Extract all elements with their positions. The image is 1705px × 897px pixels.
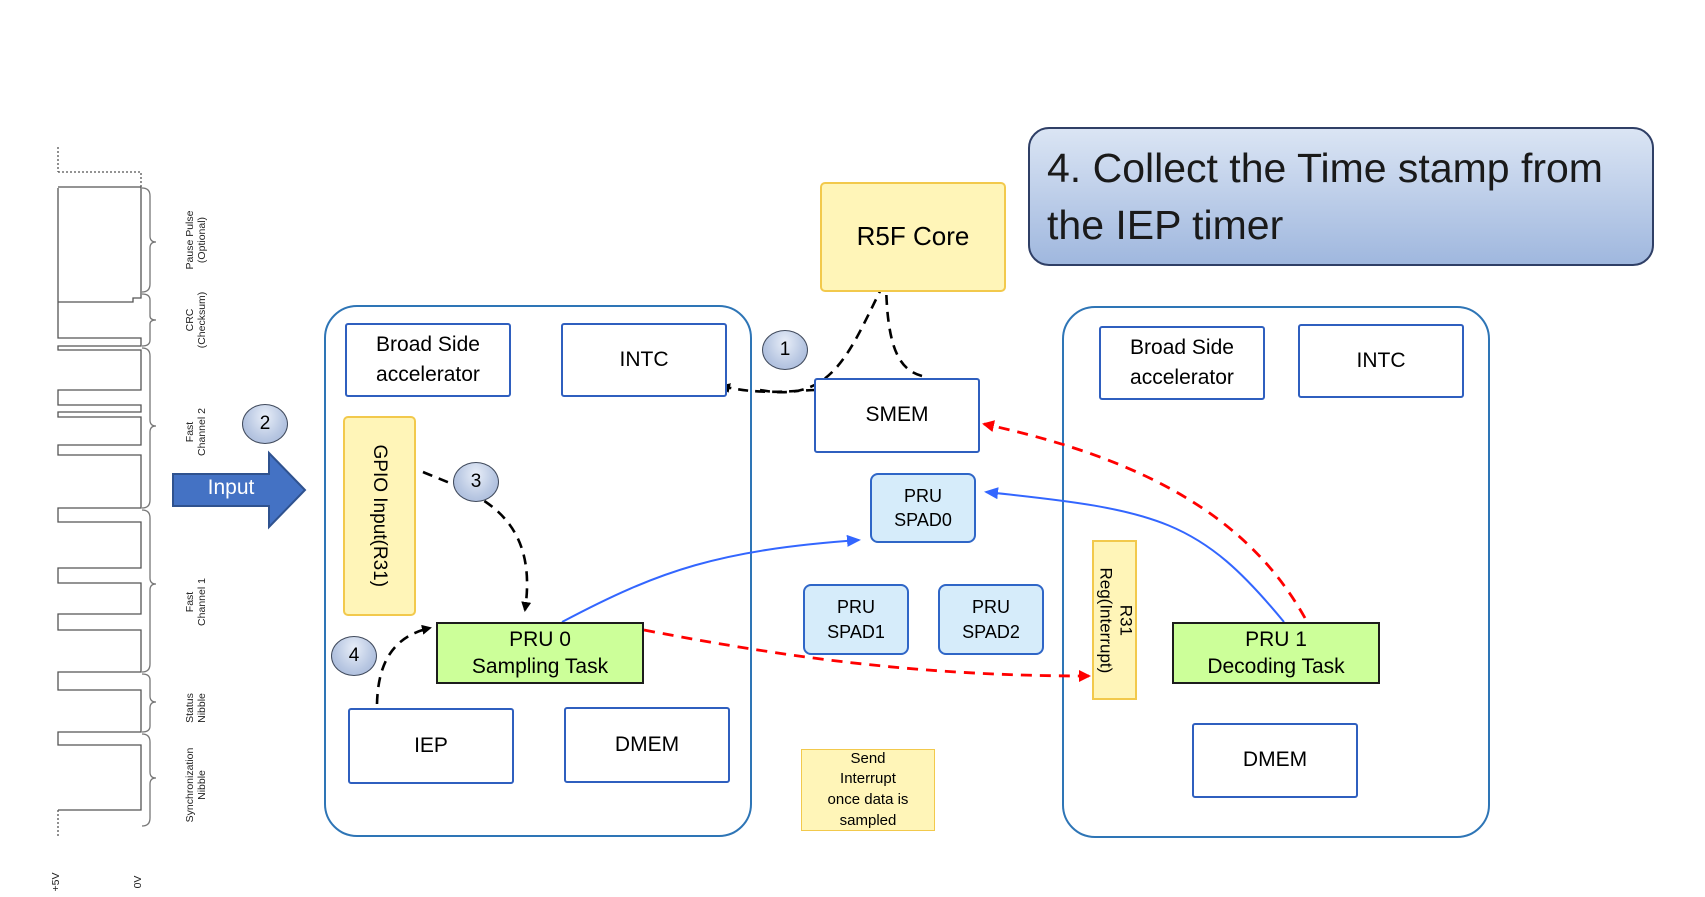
arrow-to-intc <box>720 383 817 394</box>
pru-spad2: PRU SPAD2 <box>938 584 1044 655</box>
arrow-pru1-to-spad0 <box>984 487 1285 623</box>
arrow-smem-to-r5f <box>881 273 923 378</box>
blue-arrows <box>561 487 1285 623</box>
broadside-accelerator-0: Broad Side accelerator <box>345 323 511 397</box>
segment-braces <box>141 187 157 827</box>
smem-box: SMEM <box>814 378 980 453</box>
input-arrow-label: Input <box>207 476 255 499</box>
r31-reg-label: R31 Reg(Interrupt) <box>1095 567 1135 673</box>
pru1-container <box>1062 306 1490 838</box>
segment-label-sync-nibble: Synchronization Nibble <box>184 747 209 823</box>
segment-label-pause-pulse: Pause Pulse (Optional) <box>184 210 209 270</box>
pru-spad1: PRU SPAD1 <box>803 584 909 655</box>
step-badge-2: 2 <box>242 404 288 444</box>
waveform-pause-idle <box>57 147 142 187</box>
pru-spad0: PRU SPAD0 <box>870 473 976 543</box>
segment-label-fast-channel-1: Fast Channel 1 <box>184 578 209 626</box>
broadside-accelerator-1: Broad Side accelerator <box>1099 326 1265 400</box>
gpio-input-label: GPIO Input(R31) <box>369 444 391 588</box>
arrow-pru0-to-r31 <box>643 628 1091 682</box>
arrow-to-r5f-from-intc <box>759 273 890 394</box>
iep-box: IEP <box>348 708 514 784</box>
arrow-pru0-to-spad0 <box>561 534 861 623</box>
step-badge-3: 3 <box>453 462 499 502</box>
pru0-container <box>324 305 752 837</box>
input-arrow <box>172 450 307 530</box>
waveform-line <box>57 186 142 811</box>
black-dashed-arrows <box>375 273 923 705</box>
r31-reg-interrupt: R31 Reg(Interrupt) <box>1092 540 1137 700</box>
title-box <box>1028 127 1654 266</box>
arrow-gpio-to-pru0 <box>422 470 532 612</box>
arrow-iep-to-pru0 <box>375 624 432 705</box>
pru0-sampling-task: PRU 0 Sampling Task <box>436 622 644 684</box>
gpio-input-r31: GPIO Input(R31) <box>343 416 416 616</box>
arrow-pru1-to-smem <box>982 420 1307 619</box>
pru1-decoding-task: PRU 1 Decoding Task <box>1172 622 1380 684</box>
intc-1: INTC <box>1298 324 1464 398</box>
step-badge-4: 4 <box>331 636 377 676</box>
sent-waveform <box>57 147 142 836</box>
dmem-0: DMEM <box>564 707 730 783</box>
segment-label-fast-channel-2: Fast Channel 2 <box>184 408 209 456</box>
dmem-1: DMEM <box>1192 723 1358 798</box>
segment-label-crc: CRC (Checksum) <box>184 291 209 349</box>
page-title: 4. Collect the Time stamp from the IEP t… <box>1047 145 1603 248</box>
r5f-core-box: R5F Core <box>820 182 1006 292</box>
send-interrupt-note: Send Interrupt once data is sampled <box>801 749 935 831</box>
intc-0: INTC <box>561 323 727 397</box>
step-badge-1: 1 <box>762 330 808 370</box>
red-dashed-arrows <box>643 420 1307 682</box>
